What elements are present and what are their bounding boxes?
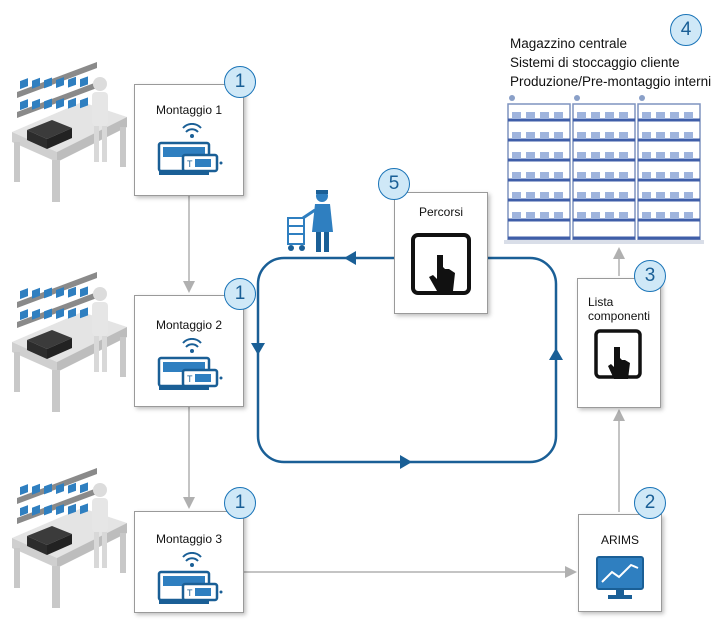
routes-box: Percorsi (394, 192, 488, 314)
scanner-terminal-icon: T (157, 338, 223, 390)
station-box-1: Montaggio 1 T (134, 84, 244, 196)
tablet-touch-icon (411, 233, 471, 295)
warehouse-line-2: Sistemi di stoccaggio cliente (510, 55, 680, 70)
components-label-line2: componenti (588, 309, 651, 323)
station-label-1: Montaggio 1 (155, 103, 223, 117)
station-box-3: Montaggio 3 T (134, 511, 244, 613)
station-badge-2: 1 (224, 278, 256, 310)
routes-label: Percorsi (418, 205, 463, 219)
components-box: Lista componenti (577, 278, 661, 408)
arims-badge: 2 (634, 487, 666, 519)
station-badge-1: 1 (224, 66, 256, 98)
workbench-illustration-3 (12, 468, 127, 608)
workbench-illustration-2 (12, 272, 127, 412)
svg-text:T: T (187, 588, 193, 598)
trolley-worker-icon (287, 190, 333, 252)
scanner-terminal-icon: T (157, 552, 223, 604)
svg-text:T: T (187, 159, 193, 169)
components-badge: 3 (634, 260, 666, 292)
arims-label: ARIMS (600, 533, 639, 547)
monitor-chart-icon (596, 556, 644, 599)
warehouse-line-3: Produzione/Pre-montaggio interni (510, 74, 712, 89)
components-label: Lista componenti (588, 295, 650, 323)
shelving-illustration (504, 95, 704, 244)
components-label-line1: Lista (588, 295, 614, 309)
station-badge-3: 1 (224, 487, 256, 519)
loop-arrow-down (251, 343, 265, 355)
station-label-2: Montaggio 2 (155, 318, 223, 332)
loop-arrow-up (549, 348, 563, 360)
warehouse-description: Magazzino centrale Sistemi di stoccaggio… (510, 34, 711, 91)
svg-text:T: T (187, 374, 193, 384)
arims-box: ARIMS (578, 514, 662, 612)
scanner-terminal-icon: T (157, 123, 223, 175)
tablet-touch-icon (594, 329, 642, 379)
station-label-3: Montaggio 3 (155, 532, 223, 546)
routes-badge: 5 (378, 168, 410, 200)
loop-arrow-right (400, 455, 412, 469)
warehouse-badge: 4 (670, 14, 702, 46)
warehouse-line-1: Magazzino centrale (510, 36, 628, 51)
loop-arrow-left (344, 251, 356, 265)
workbench-illustration-1 (12, 62, 127, 202)
station-box-2: Montaggio 2 T (134, 295, 244, 407)
